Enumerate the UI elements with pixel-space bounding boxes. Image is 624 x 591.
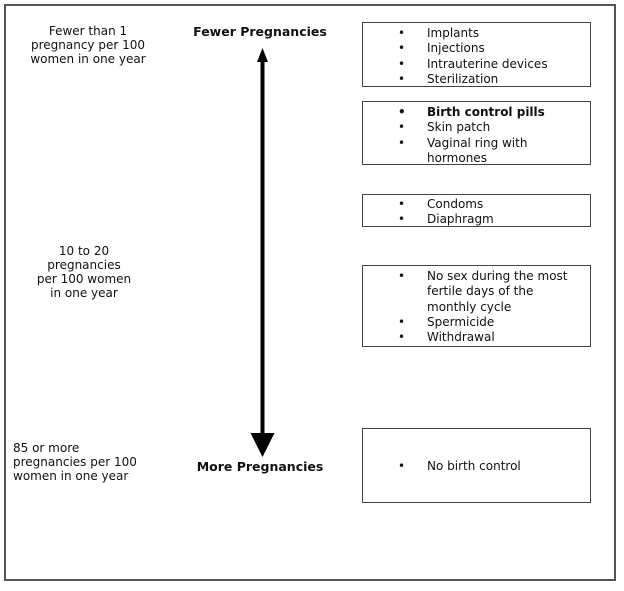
rate-label-middle: 10 to 20 pregnancies per 100 women in on… — [22, 244, 146, 300]
rate-line: pregnancy per 100 — [30, 38, 146, 52]
rate-label-bottom: 85 or more pregnancies per 100 women in … — [13, 441, 163, 483]
method-list: No sex during the most fertile days of t… — [363, 269, 590, 346]
method-box-4: No sex during the most fertile days of t… — [362, 265, 591, 347]
axis-label-top: Fewer Pregnancies — [193, 24, 327, 39]
arrow-head-up — [257, 48, 268, 62]
arrow-head-down — [250, 433, 275, 457]
rate-line: pregnancies — [47, 258, 121, 272]
rate-line: per 100 women — [36, 272, 132, 286]
method-item: Implants — [363, 26, 590, 42]
method-box-2: Birth control pills Skin patch Vaginal r… — [362, 101, 591, 165]
axis-label-bottom: More Pregnancies — [196, 459, 324, 474]
rate-line: 85 or more — [13, 441, 80, 455]
method-item: Condoms — [363, 197, 590, 213]
rate-line: women in one year — [30, 52, 146, 66]
rate-line: in one year — [50, 286, 118, 300]
rate-line: women in one year — [13, 469, 129, 483]
method-item: Diaphragm — [363, 212, 590, 228]
rate-line: 10 to 20 — [58, 244, 110, 258]
method-item: Vaginal ring with hormones — [363, 136, 590, 167]
method-item: No birth control — [363, 459, 590, 475]
method-item: No sex during the most fertile days of t… — [363, 269, 590, 315]
method-item: Skin patch — [363, 120, 590, 136]
method-item: Withdrawal — [363, 330, 590, 346]
method-item: Spermicide — [363, 315, 590, 331]
method-item: Sterilization — [363, 72, 590, 88]
rate-label-top: Fewer than 1 pregnancy per 100 women in … — [18, 24, 158, 66]
method-item: Birth control pills — [363, 105, 590, 121]
method-list: Condoms Diaphragm — [363, 197, 590, 228]
method-box-5: No birth control — [362, 428, 591, 503]
method-box-3: Condoms Diaphragm — [362, 194, 591, 228]
method-list: No birth control — [363, 459, 590, 475]
method-box-1: Implants Injections Intrauterine devices… — [362, 22, 591, 87]
method-item: Injections — [363, 41, 590, 57]
rate-line: Fewer than 1 — [48, 24, 128, 38]
method-item: Intrauterine devices — [363, 57, 590, 73]
rate-line: pregnancies per 100 — [13, 455, 137, 469]
method-list: Implants Injections Intrauterine devices… — [363, 26, 590, 87]
method-list: Birth control pills Skin patch Vaginal r… — [363, 105, 590, 166]
